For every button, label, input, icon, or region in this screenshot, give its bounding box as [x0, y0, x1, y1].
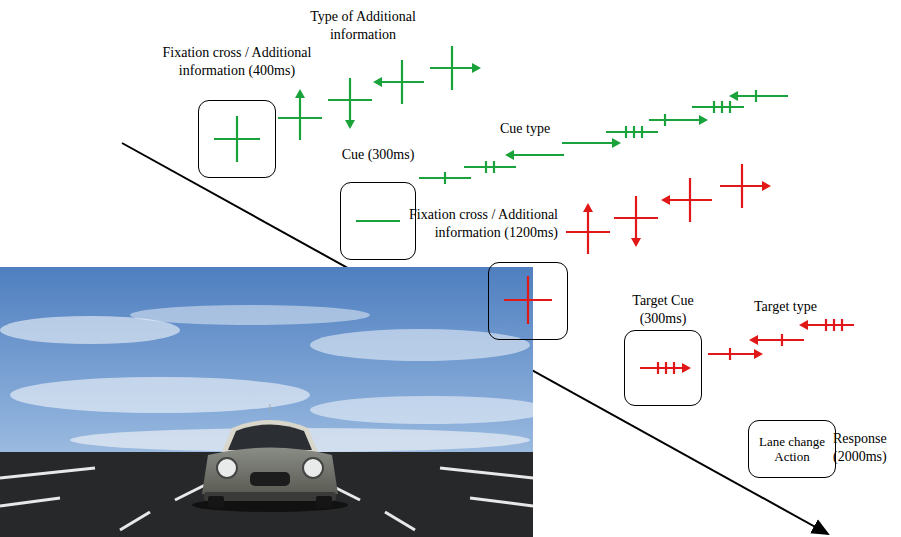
box-heading: Fixation cross / Additional information …	[162, 44, 312, 80]
fixation-box	[198, 100, 276, 178]
annotation-label: Type of Additional information	[296, 8, 430, 44]
response-box: Lane change Action	[748, 420, 836, 478]
box-heading: Fixation cross / Additional information …	[398, 206, 558, 242]
cue-box	[340, 182, 416, 260]
stimulus-symbols	[214, 46, 854, 374]
box-heading: Target Cue (300ms)	[618, 292, 708, 328]
box-heading: Cue (300ms)	[328, 146, 428, 164]
fixation-box	[488, 262, 568, 340]
box-text: Lane change Action	[749, 434, 835, 464]
box-heading: Response (2000ms)	[833, 430, 899, 466]
annotation-label: Target type	[754, 298, 844, 316]
driving-scene	[0, 267, 550, 537]
annotation-label: Cue type	[500, 120, 580, 138]
target-cue-box	[624, 330, 702, 406]
